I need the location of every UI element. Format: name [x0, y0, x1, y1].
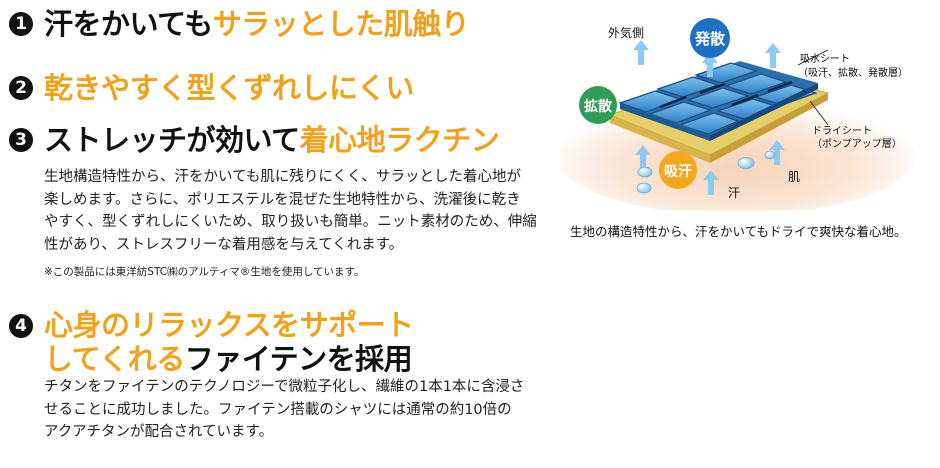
diagram-caption: 生地の構造特性から、汗をかいてもドライで爽快な着心地。	[570, 224, 907, 239]
point-2-number: 2	[9, 76, 33, 100]
evaporation-badge-label: 発散	[694, 30, 726, 48]
sweat-droplets	[636, 150, 776, 194]
point-1-heading-orange: サラッとした肌触り	[212, 7, 470, 41]
point-2-heading: 乾きやすく型くずれしにくい	[44, 71, 414, 105]
point-4-heading-black: ファイテンを採用	[184, 342, 413, 376]
point-1-heading-black: 汗をかいても	[44, 7, 213, 41]
dry-sheet-callout	[809, 100, 829, 126]
point-4-body: チタンをファイテンのテクノロジーで微粒子化し、繊維の1本1本に含浸さ せることに…	[44, 376, 524, 444]
absorb-sheet-edge-right	[710, 83, 818, 141]
point-1-heading: 汗をかいてもサラッとした肌触り	[44, 7, 470, 41]
fabric-structure-diagram: 発散 拡散 吸汗 外気側 汗 肌 吸水シート （吸汗、拡散、発散層） ドライシー…	[560, 18, 915, 210]
point-3-number: 3	[9, 128, 33, 152]
absorb-sheet-callout	[797, 49, 829, 66]
point-4-heading-orange: してくれる	[44, 342, 185, 376]
absorb-sheet-tiles	[618, 62, 818, 135]
point-4-body-line: せることに成功しました。ファイテン搭載のシャツには通常の約10倍の	[44, 401, 512, 418]
dry-sheet-sub: （ポンプアップ層）	[812, 138, 902, 150]
point-3-note: ※この製品には東洋紡STC㈱のアルティマ®生地を使用しています。	[44, 266, 365, 278]
evaporation-badge: 発散	[690, 18, 730, 58]
absorb-sheet-label: 吸水シート	[800, 53, 850, 65]
point-3-body-line: 楽しめます。さらに、ポリエステルを混ぜた生地特性から、洗濯後に乾き	[44, 191, 521, 208]
point-3-heading-orange: 着心地ラクチン	[299, 123, 500, 157]
dry-sheet-label: ドライシート	[812, 125, 872, 137]
point-3-heading: ストレッチが効いて着心地ラクチン	[44, 123, 500, 157]
absorb-sheet-sub: （吸汗、拡散、発散層）	[798, 66, 908, 79]
diffusion-badge-label: 拡散	[584, 98, 613, 115]
sweat-label: 汗	[728, 186, 740, 200]
skin-label: 肌	[788, 170, 800, 184]
point-4-body-line: チタンをファイテンのテクノロジーで微粒子化し、繊維の1本1本に含浸さ	[44, 379, 525, 395]
point-3-heading-black: ストレッチが効いて	[44, 123, 300, 157]
point-4-body-line: アクアチタンが配合されています。	[44, 424, 274, 440]
point-3-body-line: やすく、型くずれしにくいため、取り扱いも簡単。ニット素材のため、伸縮	[44, 214, 537, 230]
point-4-heading-line1: 心身のリラックスをサポート	[44, 308, 414, 342]
point-4-number: 4	[9, 314, 33, 338]
absorb-sheet-edge	[620, 103, 710, 141]
absorb-badge: 吸汗	[659, 151, 697, 189]
dry-sheet-edge	[610, 115, 710, 163]
point-4-heading: 心身のリラックスをサポート してくれるファイテンを採用	[44, 308, 414, 376]
point-3-body: 生地構造特性から、汗をかいても肌に残りにくく、サラッとした着心地が 楽しめます。…	[44, 166, 537, 256]
dry-sheet-edge-right	[710, 93, 828, 163]
absorb-badge-label: 吸汗	[664, 163, 692, 180]
point-3-body-line: 生地構造特性から、汗をかいても肌に残りにくく、サラッとした着心地が	[44, 169, 522, 185]
diffusion-badge: 拡散	[579, 86, 617, 124]
tile-gap-lines	[659, 80, 793, 109]
outside-label: 外気側	[608, 25, 644, 40]
point-3-body-line: 性があり、ストレスフリーな着用感を与えてくれます。	[44, 236, 404, 253]
point-1-number: 1	[9, 12, 33, 36]
